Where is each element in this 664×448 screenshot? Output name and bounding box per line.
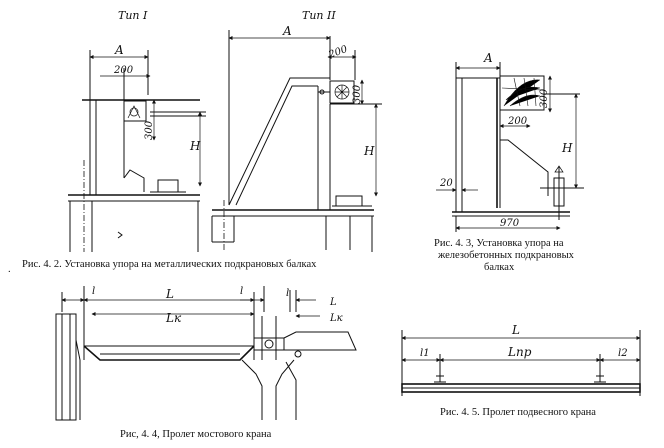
fig44-dim-l-span: L: [165, 287, 174, 301]
fig43-dim-300: 300: [539, 88, 550, 108]
fig42-type1-dim-300: 300: [144, 120, 155, 140]
fig42-type1-dim-200: 200: [113, 65, 134, 76]
fig43-caption-line2: железобетонных подкрановых: [437, 250, 575, 261]
fig43-dim-a: A: [483, 51, 493, 65]
fig43-dim-20: 20: [439, 178, 453, 189]
fig43-dim-970: 970: [500, 218, 520, 229]
fig42-type1-dim-h: H: [189, 139, 201, 153]
fig45-dim-lpr: Lпр: [507, 345, 532, 359]
fig42-caption: Рис. 4. 2. Установка упора на металличес…: [22, 259, 317, 270]
fig44-dim-lk-right: Lк: [329, 313, 343, 324]
fig44-dim-l-mid: l: [240, 286, 243, 297]
fig44-caption: Рис, 4. 4, Пролет мостового крана: [120, 429, 272, 440]
fig44: l L l l L Lк Lк: [55, 286, 357, 421]
fig45-dim-l-total: L: [511, 323, 520, 337]
fig42-type2-title: Тип II: [302, 9, 336, 22]
fig43-dim-200: 200: [507, 116, 528, 127]
fig45-caption: Рис. 4. 5. Пролет подвесного крана: [440, 407, 596, 418]
fig42-type1-title: Тип I: [118, 9, 148, 22]
fig43: A 300 200 H 20 970: [436, 51, 584, 232]
fig44-dim-l-left: l: [92, 286, 95, 297]
fig43-dim-h: H: [561, 141, 573, 155]
fig44-dim-l-right: l: [286, 288, 289, 299]
fig45: L l1 Lпр l2: [401, 323, 641, 396]
fig45-dim-l1: l1: [420, 348, 430, 359]
bullet-mark: .: [8, 264, 11, 275]
fig42-type1-dim-a: A: [114, 43, 124, 57]
fig42-type2-dim-a: A: [282, 24, 292, 38]
fig44-dim-lk: Lк: [165, 311, 182, 325]
fig43-caption-line3: балках: [484, 262, 515, 273]
fig42-type1: Тип I A 200 300 H: [68, 9, 206, 252]
fig42-type2: Тип II A 200 300 H: [211, 9, 382, 252]
fig43-caption-line1: Рис. 4. 3, Установка упора на: [434, 238, 564, 249]
fig44-dim-l-right2: L: [329, 297, 337, 308]
fig42-type2-dim-300: 300: [352, 84, 363, 104]
fig42-type2-dim-h: H: [363, 144, 375, 158]
fig45-dim-l2: l2: [618, 348, 628, 359]
